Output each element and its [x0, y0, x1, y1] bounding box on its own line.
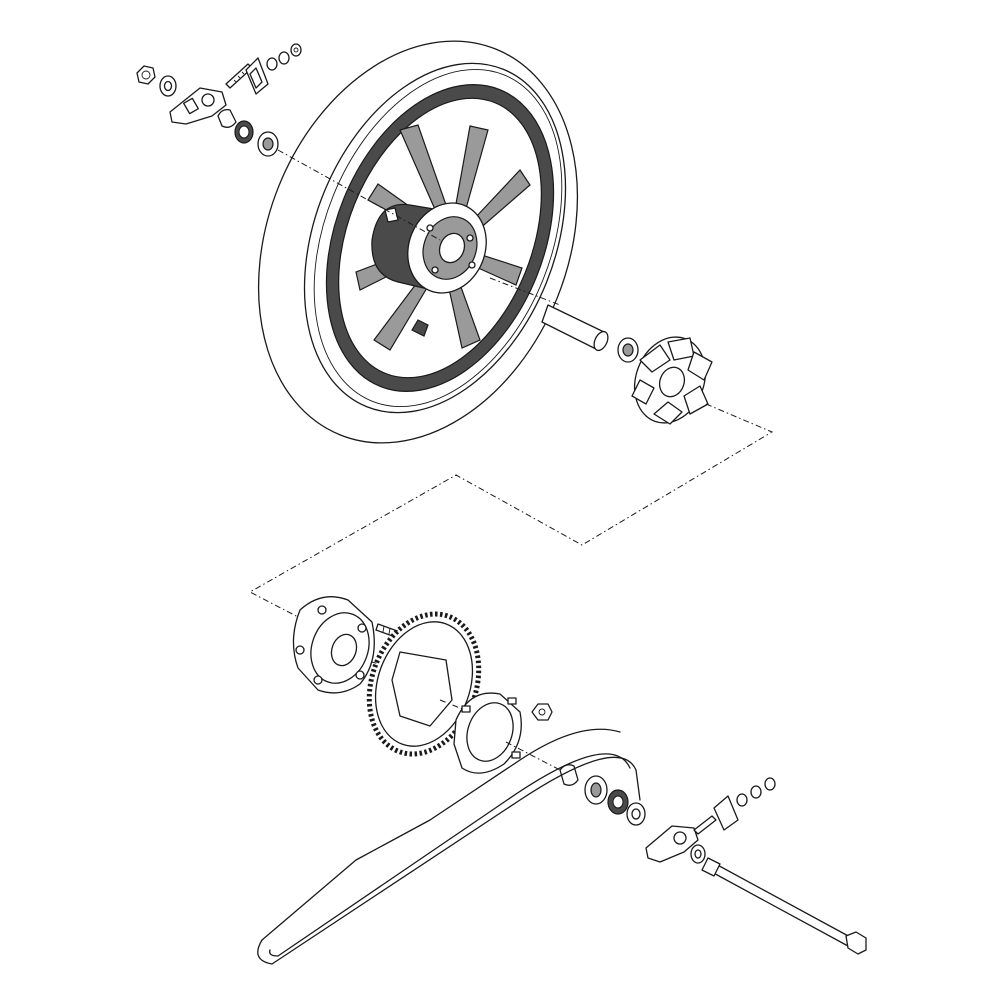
lock-nut [266, 43, 302, 71]
washer-right [690, 844, 706, 864]
chain-adjuster-plate [245, 57, 269, 95]
sprocket-retainer [453, 692, 522, 774]
damper-set [631, 336, 713, 425]
leader-left-axle [277, 149, 441, 241]
leader-retainer-to-axle [505, 741, 561, 771]
axle-nut [136, 65, 156, 85]
oil-seal-right [607, 789, 629, 815]
tire [257, 40, 579, 444]
wheel-bearing-right [584, 775, 608, 805]
chain-adjuster-plate-right [713, 795, 739, 831]
sprocket-nut [531, 703, 553, 721]
leader-sprocket-to-retainer [439, 699, 471, 713]
clutch-hub [292, 596, 375, 694]
wheel-hub [371, 202, 487, 337]
chain-adjuster-right [645, 825, 699, 863]
chain-adjuster-left [169, 87, 227, 125]
leader-damper-to-clutch-hub [248, 403, 774, 619]
wheel-bearing [617, 337, 639, 363]
wheel-collar-left [217, 108, 237, 128]
drive-chain [257, 728, 641, 965]
wheel-bearing-left [257, 131, 279, 157]
wheel-collar [541, 304, 609, 352]
lock-nut-right [736, 777, 776, 807]
wheel-collar-right-outer [626, 802, 646, 826]
washer [159, 75, 177, 97]
oil-seal-left [234, 120, 254, 144]
adjusting-bolt-right [693, 815, 717, 835]
rear-axle [701, 857, 867, 955]
